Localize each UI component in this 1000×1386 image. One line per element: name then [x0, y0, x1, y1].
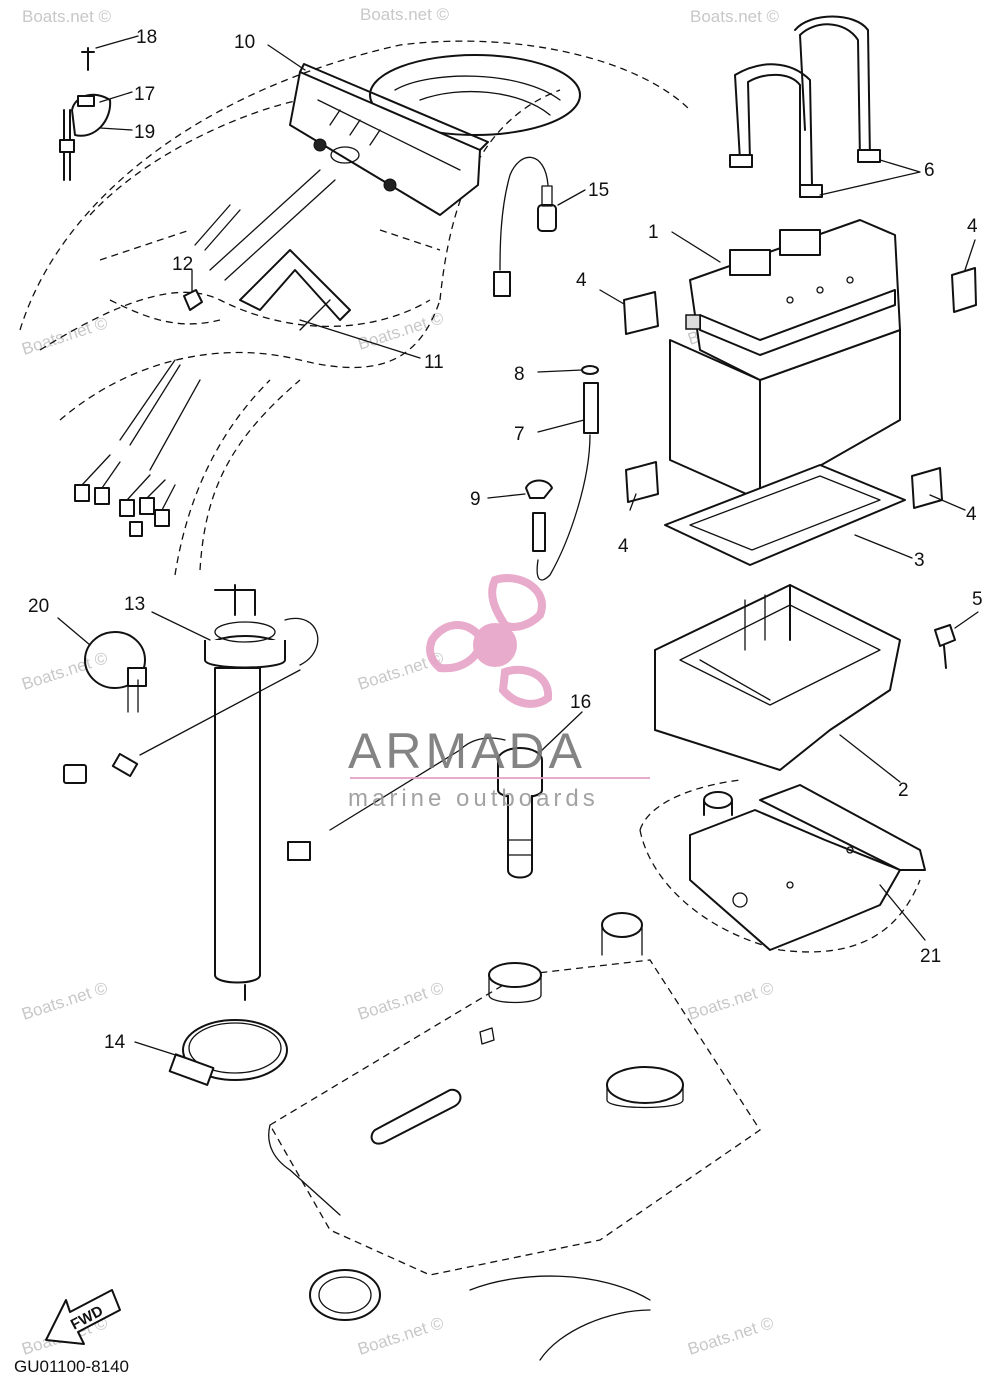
watermark: Boats.net ©: [360, 5, 450, 24]
part-7-vent-hose: [536, 382, 599, 581]
callout-11: 11: [424, 352, 444, 373]
callout-14: 14: [104, 1032, 126, 1053]
part-17-holder: [71, 93, 112, 137]
callout-13: 13: [124, 594, 145, 615]
callout-1: 1: [648, 222, 659, 243]
part-18-rivet: [81, 47, 95, 71]
watermark: Boats.net ©: [22, 7, 112, 26]
logo-tagline: marine outboards: [348, 785, 599, 812]
logo-name: ARMADA: [348, 723, 586, 779]
part-14-hose-clamp: [168, 1019, 288, 1086]
watermark: Boats.net ©: [19, 648, 110, 694]
watermark: Boats.net ©: [355, 978, 446, 1024]
callout-4: 4: [618, 536, 629, 557]
callout-15: 15: [588, 180, 609, 201]
part-3-tray-pad: [664, 464, 906, 566]
part-20-band: [84, 631, 147, 713]
callout-16: 16: [570, 692, 591, 713]
callout-leaders: [57, 35, 979, 1059]
part-9-clip: [525, 479, 553, 552]
callout-7: 7: [514, 424, 525, 445]
callout-19: 19: [134, 122, 155, 143]
callout-4: 4: [576, 270, 587, 291]
callout-9: 9: [470, 489, 481, 510]
callout-2: 2: [898, 780, 909, 801]
callout-10: 10: [234, 32, 255, 53]
part-16-sensor: [287, 737, 543, 879]
watermark: Boats.net ©: [685, 978, 776, 1024]
fuel-tank: [268, 912, 761, 1361]
part-8-ring: [581, 365, 599, 375]
part-5-bolt: [934, 624, 956, 669]
part-4-pads: [623, 267, 977, 509]
callout-5: 5: [972, 589, 983, 610]
part-6-battery-bands: [729, 15, 881, 198]
part-11-bracket: [194, 169, 351, 331]
part-19-band: [59, 109, 75, 181]
callout-numbers: 1 2 3 4 4 4 4 5 6 7 8 9 10 11 12 13 14 1…: [28, 27, 983, 1053]
part-10-meter-housing: [289, 63, 489, 216]
callout-8: 8: [514, 364, 525, 385]
connector-cluster: [74, 359, 201, 537]
callout-6: 6: [924, 160, 935, 181]
callout-4: 4: [967, 216, 978, 237]
watermark: Boats.net ©: [355, 308, 446, 354]
callout-4: 4: [966, 504, 977, 525]
propeller-icon: [426, 574, 553, 708]
callout-12: 12: [172, 254, 193, 275]
callout-17: 17: [134, 84, 155, 105]
diagram-code: GU01100-8140: [14, 1357, 129, 1376]
callout-20: 20: [28, 596, 49, 617]
callout-18: 18: [136, 27, 157, 48]
callout-3: 3: [914, 550, 925, 571]
part-2-battery-box: [654, 584, 901, 771]
armada-logo: ARMADA marine outboards: [348, 574, 650, 812]
part-21-mount-bracket: [689, 784, 926, 951]
watermark: Boats.net ©: [690, 7, 780, 26]
callout-21: 21: [920, 946, 941, 967]
watermark: Boats.net ©: [685, 1313, 776, 1359]
part-15-sensor: [493, 156, 557, 297]
part-1-battery: [669, 219, 901, 501]
watermark: Boats.net ©: [19, 978, 110, 1024]
watermark: Boats.net ©: [355, 1313, 446, 1359]
part-13-fuel-sender: [63, 584, 319, 1001]
watermark: Boats.net ©: [19, 313, 110, 359]
handlebar-pad: [369, 54, 581, 136]
